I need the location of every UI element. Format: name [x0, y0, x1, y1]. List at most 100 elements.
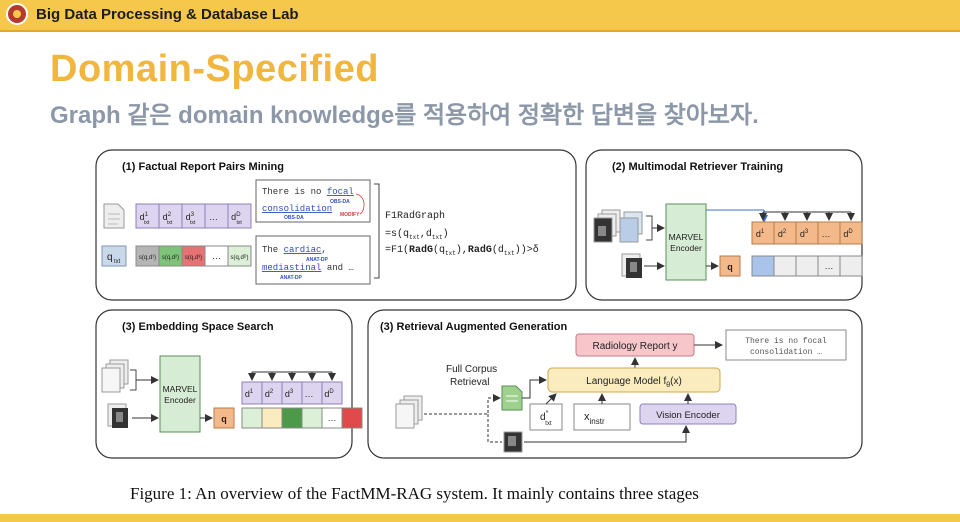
p1-d-sup-0: 1: [145, 212, 149, 218]
p2-d-cell-4: [839, 221, 863, 245]
p3-d-sup-4: D: [329, 389, 334, 395]
svg-text:d*txt: d*txt: [540, 410, 552, 427]
q-txt-cell: [101, 245, 127, 267]
p2-d-label-3: …: [822, 229, 831, 239]
p2-e-cell-2: [795, 255, 819, 277]
report2-mediastinal: mediastinal: [262, 263, 321, 273]
p2-e-cell-4: [839, 255, 863, 277]
language-model-end: (x): [670, 376, 682, 387]
p1-s-label-0: s(q,d¹): [139, 255, 156, 261]
report1-consolidation: consolidation: [262, 204, 332, 214]
x-instr-sub: instr: [590, 417, 605, 426]
formula3-sub1: txt: [445, 250, 456, 257]
p3-d-label-2: d3: [285, 389, 294, 399]
language-model-sub: θ: [666, 382, 670, 389]
panel-rag-title: (3) Retrieval Augmented Generation: [380, 321, 568, 333]
tag-obs-da-2: OBS-DA: [284, 215, 304, 221]
panel-report-mining-title: (1) Factual Report Pairs Mining: [122, 161, 284, 173]
footer-bar: [0, 514, 960, 522]
x-instr-box: [573, 403, 631, 431]
full-corpus-label-1: Full Corpus: [446, 364, 497, 375]
d-txt-star-sup: *: [546, 410, 549, 417]
marvel-encoder-search-l2: Encoder: [164, 395, 196, 405]
p3-d-sup-2: 3: [290, 389, 294, 395]
report1-focal: focal: [327, 187, 354, 197]
p3-e-label-4: …: [328, 413, 337, 423]
marvel-encoder-search-l1: MARVEL: [163, 384, 198, 394]
generated-output-line2: consolidation …: [750, 348, 822, 357]
slide-subtitle: Graph 같은 domain knowledge를 적용하여 정확한 답변을 …: [50, 102, 759, 129]
p2-d-sup-4: D: [848, 229, 853, 235]
xray-doc-stack-icon: [593, 209, 643, 243]
report1-text-a: There is no: [262, 187, 327, 197]
formula2-sub2: txt: [432, 234, 443, 241]
formula-f1radgraph: F1RadGraph: [385, 210, 445, 222]
tag-modify: MODIFY: [340, 212, 360, 218]
generated-output-box: [725, 329, 847, 361]
p1-d-sub-1: txt: [167, 220, 173, 226]
formula3-e: RadG: [468, 244, 492, 256]
formula3-a: =F1(: [385, 244, 409, 256]
q-label-search: q: [221, 414, 227, 424]
lab-name: Big Data Processing & Database Lab: [36, 6, 299, 23]
radiology-report-label: Radiology Report y: [592, 341, 677, 352]
p2-d-label-2: d3: [800, 229, 809, 239]
p1-s-label-1: s(q,d²): [162, 255, 179, 261]
p3-d-cell-4: [321, 381, 343, 405]
marvel-encoder-search: [159, 355, 201, 433]
generated-output-line1: There is no focal: [745, 337, 827, 346]
report2-text-b: and …: [321, 263, 353, 273]
figure-caption: Figure 1: An overview of the FactMM-RAG …: [130, 484, 699, 503]
tag-anat-dp-1: ANAT-DP: [306, 257, 329, 263]
svg-text:=s(qtxt,dtxt): =s(qtxt,dtxt): [385, 228, 449, 241]
formula3-sub2: txt: [504, 250, 515, 257]
formula2-end: ): [443, 228, 449, 240]
language-model-label: Language Model f: [586, 376, 666, 387]
header-bar: Big Data Processing & Database Lab: [0, 0, 960, 32]
p1-s-cell-4: [227, 245, 252, 267]
q-cell-search: [213, 407, 235, 429]
p3-d-label-4: dD: [324, 389, 334, 399]
svg-text:mediastinal and …: mediastinal and …: [262, 263, 354, 273]
p2-d-sup-2: 3: [805, 229, 809, 235]
p3-d-label-1: d2: [265, 389, 274, 399]
full-corpus-label-2: Retrieval: [450, 377, 489, 388]
p3-d-label-3: …: [305, 389, 314, 399]
retrieved-doc-icon: [501, 385, 523, 411]
q-cell-train: [719, 255, 741, 277]
university-logo-icon: [6, 3, 28, 25]
q-txt-label: q: [107, 252, 113, 263]
p3-d-sup-1: 2: [270, 389, 274, 395]
p1-d-cell-4: [227, 203, 252, 229]
p1-d-label-3: …: [209, 212, 218, 222]
svg-text:=F1(RadG(qtxt),RadG(dtxt))>δ: =F1(RadG(qtxt),RadG(dtxt))>δ: [385, 244, 539, 257]
formula3-f: (d: [492, 244, 504, 256]
svg-text:The cardiac,: The cardiac,: [262, 245, 327, 255]
marvel-encoder-train-l2: Encoder: [670, 243, 702, 253]
report-document-icon: [103, 203, 125, 229]
p3-e-cell-1: [261, 407, 283, 429]
x-instr-label: x: [584, 411, 590, 423]
marvel-encoder-train-l1: MARVEL: [669, 232, 704, 242]
svg-text:xinstr: xinstr: [584, 411, 605, 426]
slide-title: Domain-Specified: [50, 48, 379, 90]
p1-d-sup-4: D: [236, 212, 241, 218]
p1-d-sub-4: txt: [237, 220, 243, 226]
vision-encoder-label: Vision Encoder: [656, 410, 720, 421]
formula3-b: RadG: [409, 244, 433, 256]
tag-obs-da-1: OBS-DA: [330, 199, 350, 205]
p3-e-cell-2: [281, 407, 303, 429]
p1-d-sub-2: txt: [190, 220, 196, 226]
p1-d-sub-0: txt: [144, 220, 150, 226]
p2-e-cell-1: [773, 255, 797, 277]
p2-e-cell-0: [751, 255, 775, 277]
q-label-train: q: [727, 262, 733, 272]
p2-d-sup-0: 1: [761, 229, 765, 235]
formula2-a: =s(q: [385, 228, 409, 240]
p1-d-sup-2: 3: [191, 212, 195, 218]
d-txt-star-label: d: [540, 412, 546, 423]
report-box-1: [255, 179, 371, 223]
formula3-c: (q: [433, 244, 445, 256]
rag-corpus-doc-stack-icon: [395, 395, 423, 429]
